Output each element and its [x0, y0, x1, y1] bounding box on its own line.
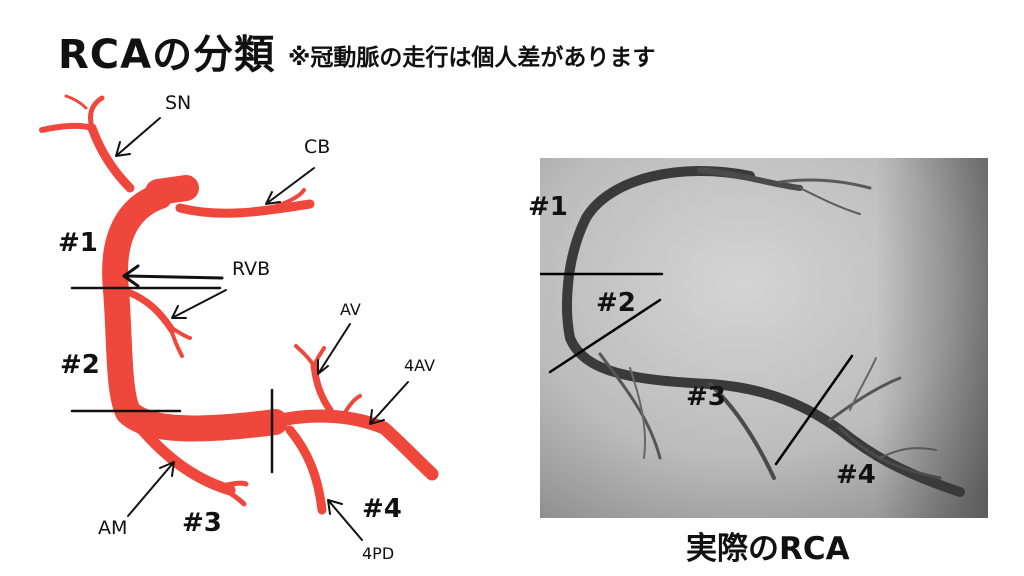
sn-branch-tip-b — [87, 95, 105, 131]
rvb-pointer-arrowhead — [122, 264, 140, 288]
angio-proximal-branch — [697, 167, 803, 191]
am-branch-tip-b — [219, 480, 249, 489]
angio-label-segment-4: #4 — [836, 460, 876, 490]
angio-divider-2-3 — [548, 298, 662, 374]
angio-divider-3-4 — [774, 354, 854, 466]
cb-branch-vessel — [175, 199, 315, 218]
label-segment-2: #2 — [60, 350, 100, 380]
angio-distal-twig-b — [838, 426, 942, 480]
am-branch-vessel — [128, 414, 236, 496]
angio-acute-marginal — [598, 352, 662, 460]
label-av: AV — [340, 300, 361, 319]
am-pointer-arrow — [127, 461, 175, 517]
angio-distal-branch — [828, 376, 902, 422]
angio-label-segment-2: #2 — [596, 288, 636, 318]
av4-pointer-arrow — [369, 381, 409, 425]
label-4av: 4AV — [404, 356, 436, 375]
av4-branch-vessel — [265, 409, 439, 481]
label-segment-4: #4 — [362, 494, 402, 524]
am-branch-tip-a — [219, 485, 247, 507]
rca-main-trunk — [102, 183, 288, 442]
label-segment-1: #1 — [58, 228, 98, 258]
sn-branch-tip-a — [39, 122, 95, 133]
sn-branch-vessel — [87, 123, 135, 193]
label-sn: SN — [165, 92, 192, 114]
page-title: RCAの分類 — [58, 32, 276, 78]
label-4pd: 4PD — [362, 544, 395, 563]
av-branch-tip-a — [294, 344, 316, 368]
label-cb: CB — [304, 136, 331, 158]
angio-posterior-descending — [708, 382, 776, 480]
av-branch-vessel — [310, 362, 334, 414]
angio-marginal-twig — [629, 367, 647, 459]
rca-schematic-diagram — [39, 94, 439, 541]
cb-pointer-arrow — [265, 167, 315, 205]
angio-twig-b — [799, 187, 861, 215]
av4-side-twig — [342, 394, 362, 416]
angio-twig-a — [778, 178, 872, 190]
pd4-pointer-arrow — [327, 499, 363, 541]
rvb-branch-tip-b — [170, 326, 192, 340]
rvb-pointer-arrow — [122, 274, 224, 280]
pd4-branch-vessel — [285, 425, 327, 515]
rvb-lower-pointer-arrow — [171, 289, 227, 319]
label-am: AM — [98, 517, 128, 539]
angiogram-image — [540, 158, 988, 518]
sn-branch-tip-c — [64, 94, 88, 110]
angiogram-edge-shadow — [540, 158, 988, 518]
angio-distal-twig-a — [849, 357, 877, 411]
cb-branch-tip — [268, 188, 306, 210]
angio-label-segment-3: #3 — [686, 382, 726, 412]
angiogram-caption: 実際のRCA — [686, 531, 850, 567]
label-rvb: RVB — [232, 258, 271, 280]
angio-distal-twig-c — [879, 447, 937, 459]
angio-label-segment-1: #1 — [528, 192, 568, 222]
av-pointer-arrow — [317, 323, 351, 375]
page-subtitle-note: ※冠動脈の走行は個人差があります — [288, 45, 656, 71]
sn-pointer-arrow — [115, 117, 161, 157]
angiogram-vessels — [540, 158, 988, 518]
rvb-branch-vessel — [124, 288, 176, 334]
av-branch-tip-b — [312, 346, 326, 368]
label-segment-3: #3 — [182, 508, 222, 538]
